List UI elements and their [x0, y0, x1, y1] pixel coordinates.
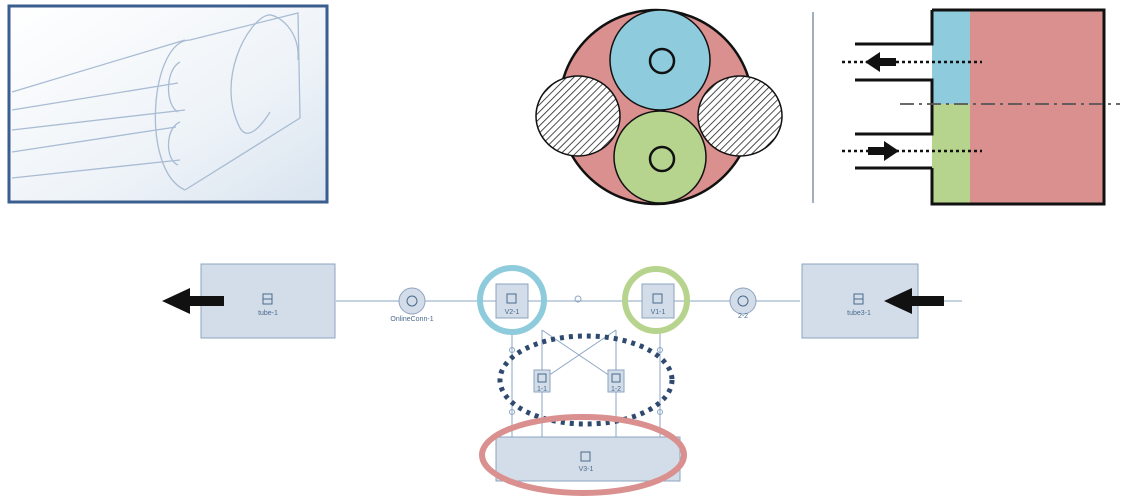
valve-v1-block[interactable]: V1-1 [641, 283, 675, 319]
blue-rotor-disc [609, 9, 711, 111]
check-valves-dotted-highlight [497, 333, 675, 427]
inlet-arrow-icon [884, 288, 944, 314]
inflow-arrow-icon [868, 141, 899, 161]
online-conn-label: OnlineConn-1 [390, 316, 433, 323]
right-hatched-lobe-icon [697, 75, 783, 157]
blue-rotor-hub [648, 47, 676, 75]
tube-left-label: tube-1 [258, 310, 278, 317]
valve-v1-label: V1-1 [651, 309, 666, 316]
valve-block-icon [652, 293, 663, 304]
valve-block-icon [611, 373, 621, 383]
axial-cross-section [842, 8, 1120, 206]
tube-3d-sketch-panel [7, 4, 329, 204]
green-rotor-disc [613, 110, 707, 204]
valve-v2-block[interactable]: V2-1 [495, 283, 529, 319]
valve-block-icon [580, 451, 591, 462]
v3-red-highlight-ring [479, 414, 687, 496]
check-left-label: 1-1 [537, 386, 547, 393]
tube-right-block[interactable]: tube3-1 [801, 263, 919, 339]
left-hatched-lobe-icon [535, 75, 621, 157]
tube-right-label: tube3-1 [847, 310, 871, 317]
online-conn-pump[interactable]: OnlineConn-1 [390, 287, 434, 323]
pump-icon [406, 295, 418, 307]
valve-v3-block[interactable]: V3-1 [495, 436, 681, 482]
valve-v3-label: V3-1 [579, 466, 594, 473]
check-right-label: 1-2 [611, 386, 621, 393]
check-valve-left[interactable]: 1-1 [533, 369, 551, 393]
outlet-arrow-icon [162, 288, 224, 314]
check-valve-right[interactable]: 1-2 [607, 369, 625, 393]
pump-icon [737, 295, 749, 307]
circular-cross-section [535, 8, 783, 206]
green-rotor-hub [648, 145, 676, 173]
outflow-arrow-icon [865, 52, 896, 72]
valve-block-icon [506, 293, 517, 304]
pump-right[interactable]: 2-2 [729, 287, 757, 320]
v1-green-highlight-ring [622, 266, 690, 334]
valve-v2-label: V2-1 [505, 309, 520, 316]
valve-block-icon [537, 373, 547, 383]
pump-right-label: 2-2 [738, 313, 748, 320]
v2-blue-highlight-ring [477, 265, 547, 335]
